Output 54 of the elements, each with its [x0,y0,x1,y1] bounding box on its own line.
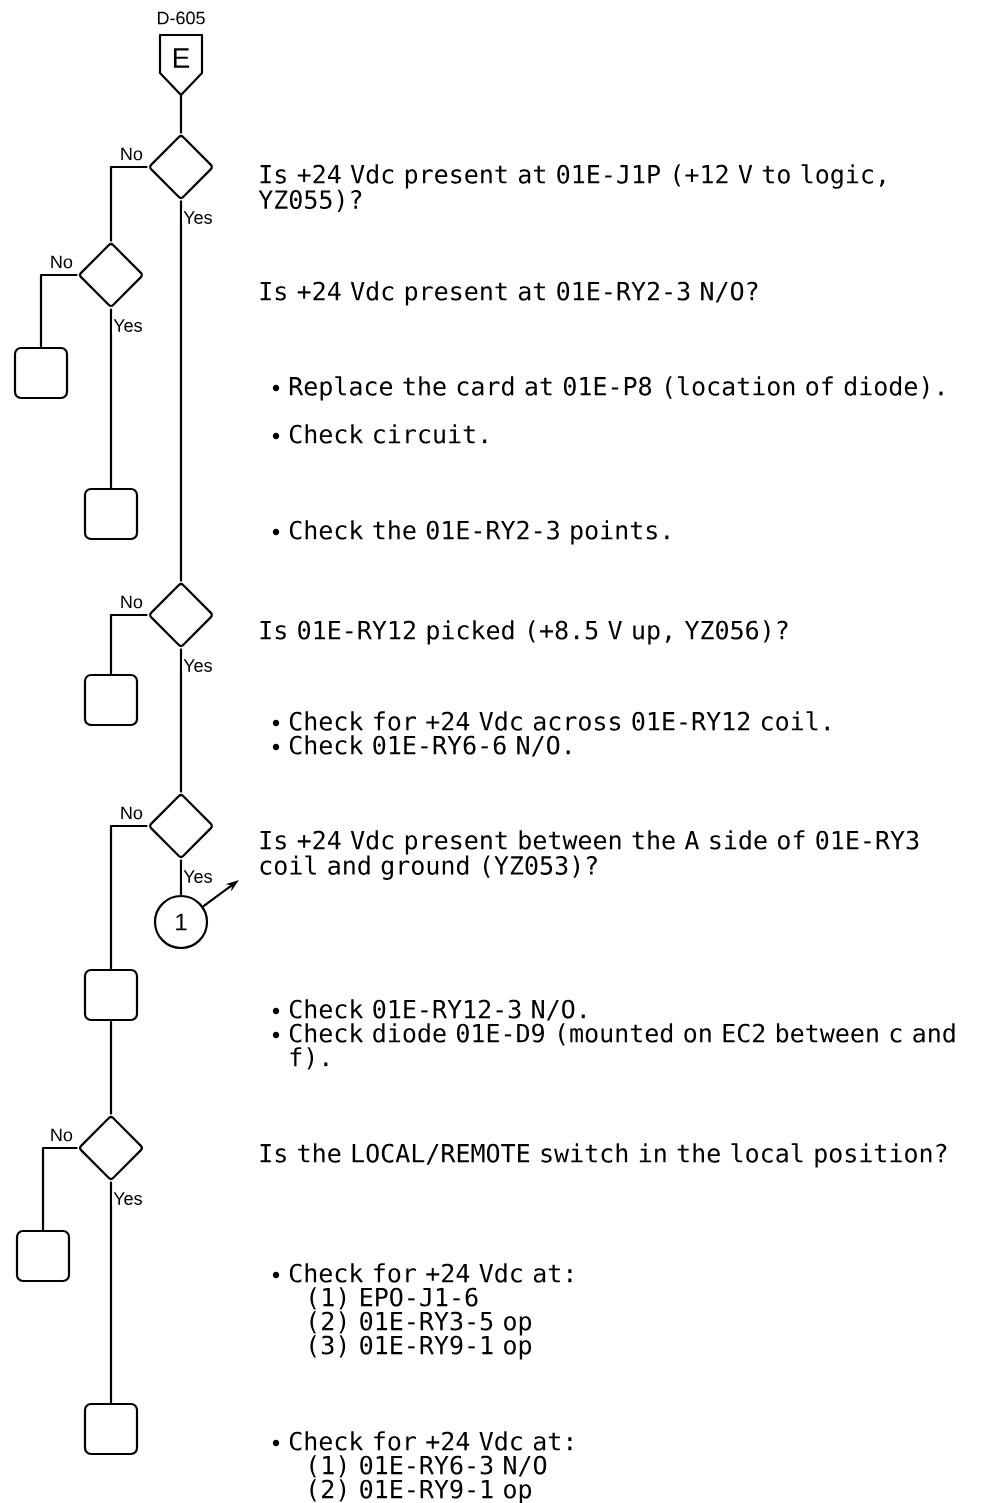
connector-line [41,1146,78,1230]
decision-diamond [149,135,213,199]
process-box [83,968,139,1022]
edge-label: No [48,1127,74,1143]
question-text: Is the LOCAL/REMOTE switch in the local position? [260,1143,947,1168]
connector-line [39,273,78,347]
page-reference: D-605 [157,11,205,25]
question-text: Is +24 Vdc present between the A side of 01E-RY3 coil and ground (YZ053)? [260,830,919,880]
bullet-item: Check the 01E-RY2-3 points. [272,520,669,545]
offpage-connector: E [158,33,204,97]
list-item: (2) 01E-RY9-1 op [310,1479,531,1503]
question-text: Is 01E-RY12 picked (+8.5 V up, YZ056)? [260,620,788,645]
list-item: (3) 01E-RY9-1 op [310,1335,531,1360]
edge-label: Yes [182,210,214,225]
list-item: (2) 01E-RY3-5 op [310,1311,531,1336]
bullet-item: Replace the card at 01E-P8 (location of diode). [272,376,943,401]
connector-line [109,824,148,969]
decision-diamond [79,1116,143,1180]
bullet-item: Check circuit. [272,424,487,444]
list-item: (1) 01E-RY6-3 N/O [310,1455,547,1478]
connector-line [109,1021,113,1115]
edge-label: Yes [182,869,214,884]
process-box [15,1229,71,1283]
decision-diamond [149,794,213,858]
decision-diamond [79,243,143,307]
decision-diamond [149,583,213,647]
edge-label: No [118,594,144,610]
process-box [13,346,69,400]
process-box [83,673,139,727]
bullet-item: Check 01E-RY6-6 N/O. [272,735,570,757]
edge-label: No [118,146,144,162]
edge-label: No [48,254,74,270]
connector-line [179,95,183,134]
bullet-item: Check for +24 Vdc across 01E-RY12 coil. [272,711,829,731]
connector-line [109,613,148,674]
process-box [83,1402,139,1456]
connector-line [179,200,183,582]
bullet-item: Check for +24 Vdc at: [272,1263,572,1283]
edge-label: No [118,805,144,821]
connector-line [109,1181,113,1403]
edge-label: Yes [112,1191,144,1206]
bullet-item: Check diode 01E-D9 (mounted on EC2 between c and f). [272,1023,955,1070]
bullet-item: Check 01E-RY12-3 N/O. [272,999,585,1021]
connector-line [179,859,183,895]
question-text: Is +24 Vdc present at 01E-RY2-3 N/O? [260,281,758,306]
connector-line [179,648,183,793]
edge-label: Yes [112,318,144,333]
connector-line [109,165,148,242]
question-text: Is +24 Vdc present at 01E-J1P (+12 V to logic, YZ055)? [258,164,885,212]
edge-label: Yes [182,658,214,673]
list-item: (1) EPO-J1-6 [310,1287,478,1310]
connector-line [109,308,113,488]
bullet-item: Check for +24 Vdc at: [272,1431,572,1451]
process-box [83,487,139,541]
